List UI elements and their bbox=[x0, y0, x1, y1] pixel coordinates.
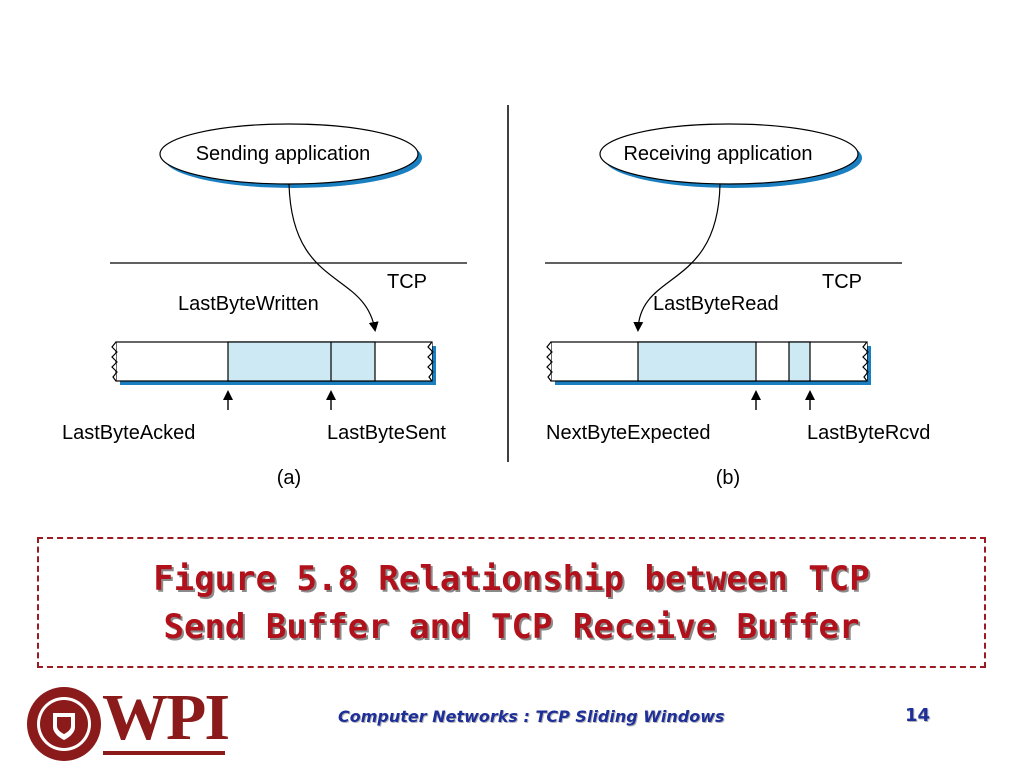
send-buffer-right-break bbox=[427, 341, 434, 382]
send-buffer-left-break bbox=[111, 341, 118, 382]
caption-line-1: Figure 5.8 Relationship between TCP bbox=[153, 558, 870, 599]
wpi-seal-icon bbox=[27, 687, 101, 761]
last-byte-written-label: LastByteWritten bbox=[178, 293, 319, 315]
panel-b-label: (b) bbox=[716, 467, 740, 489]
receiving-app-ellipse bbox=[599, 123, 859, 185]
next-byte-expected-label: NextByteExpected bbox=[546, 422, 711, 444]
last-byte-sent-label: LastByteSent bbox=[327, 422, 446, 444]
receive-buffer-left-break bbox=[546, 341, 553, 382]
footer-course-title: Computer Networks : TCP Sliding Windows bbox=[338, 707, 725, 726]
read-arrow bbox=[633, 183, 721, 332]
caption-line-2: Send Buffer and TCP Receive Buffer bbox=[163, 606, 860, 647]
receive-buffer-filled-region bbox=[637, 341, 757, 382]
write-arrow bbox=[288, 183, 379, 332]
receive-buffer-out-of-order-region bbox=[788, 341, 811, 382]
send-buffer-filled-region bbox=[227, 341, 376, 382]
receive-buffer-panel: Receiving application TCP LastByteRead N… bbox=[545, 123, 930, 489]
wpi-logo-text: WPI bbox=[102, 681, 230, 754]
last-byte-rcvd-label: LastByteRcvd bbox=[807, 422, 930, 444]
last-byte-read-label: LastByteRead bbox=[653, 293, 779, 315]
receive-buffer-right-break bbox=[862, 341, 869, 382]
logo-underline bbox=[103, 751, 225, 755]
last-byte-acked-label: LastByteAcked bbox=[62, 422, 195, 444]
page-number: 14 bbox=[905, 705, 931, 726]
tcp-buffer-diagram: Sending application TCP LastByteWritten … bbox=[62, 105, 930, 489]
sending-app-label: Sending application bbox=[196, 143, 371, 165]
panel-a-label: (a) bbox=[277, 467, 301, 489]
tcp-label: TCP bbox=[387, 271, 427, 293]
receiving-app-label: Receiving application bbox=[623, 143, 812, 165]
tcp-label-right: TCP bbox=[822, 271, 862, 293]
figure-caption-box: Figure 5.8 Relationship between TCP Send… bbox=[37, 537, 986, 668]
figure-caption: Figure 5.8 Relationship between TCP Send… bbox=[72, 555, 952, 651]
send-buffer-panel: Sending application TCP LastByteWritten … bbox=[62, 123, 467, 489]
